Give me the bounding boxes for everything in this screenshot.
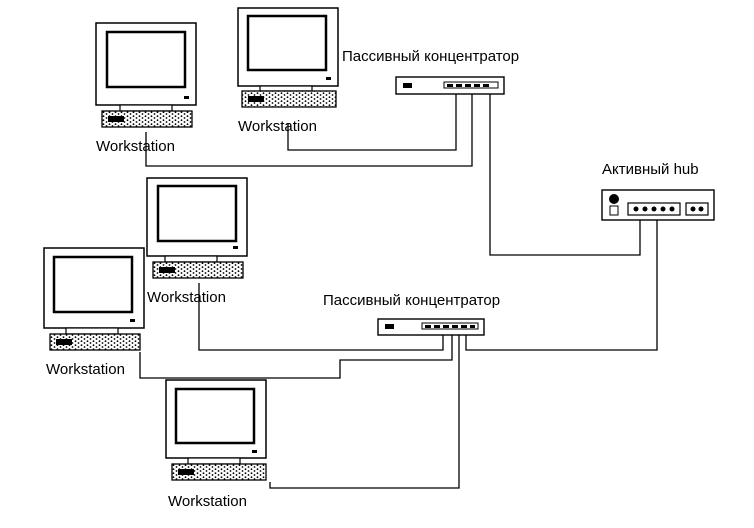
workstation-4: Workstation <box>43 247 145 378</box>
workstation-label: Workstation <box>96 138 175 155</box>
active-hub-label: Активный hub <box>602 161 699 178</box>
link-active-hub-bottom-hub <box>465 220 658 351</box>
workstation-label: Workstation <box>238 118 317 135</box>
link-ws3-bottom-hub <box>198 283 444 351</box>
connection-lines <box>139 93 658 489</box>
workstation-label: Workstation <box>147 289 226 306</box>
workstation-5: Workstation <box>165 379 267 510</box>
passive-hub-label: Пассивный концентратор <box>342 48 519 65</box>
link-ws2-top-hub <box>287 93 457 151</box>
hub-icon <box>377 318 485 336</box>
link-ws1-top-hub <box>145 93 473 167</box>
link-ws4-bottom-hub <box>139 333 453 379</box>
computer-icon <box>95 22 197 128</box>
workstation-2: Workstation <box>237 7 339 135</box>
workstation-label: Workstation <box>46 361 125 378</box>
passive-hub-top: Пассивный концентратор <box>342 48 519 95</box>
link-top-hub-active-hub <box>489 93 641 256</box>
workstation-1: Workstation <box>95 22 197 155</box>
computer-icon <box>237 7 339 108</box>
hub-icon <box>395 76 505 95</box>
computer-icon <box>146 177 248 279</box>
computer-icon <box>165 379 267 481</box>
link-ws5-bottom-hub <box>269 333 460 489</box>
computer-icon <box>43 247 145 351</box>
workstation-label: Workstation <box>168 493 247 510</box>
workstation-3: Workstation <box>146 177 248 306</box>
passive-hub-label: Пассивный концентратор <box>323 292 500 309</box>
passive-hub-bottom: Пассивный концентратор <box>323 292 500 336</box>
hub-icon <box>601 189 715 221</box>
active-hub: Активный hub <box>601 161 715 221</box>
